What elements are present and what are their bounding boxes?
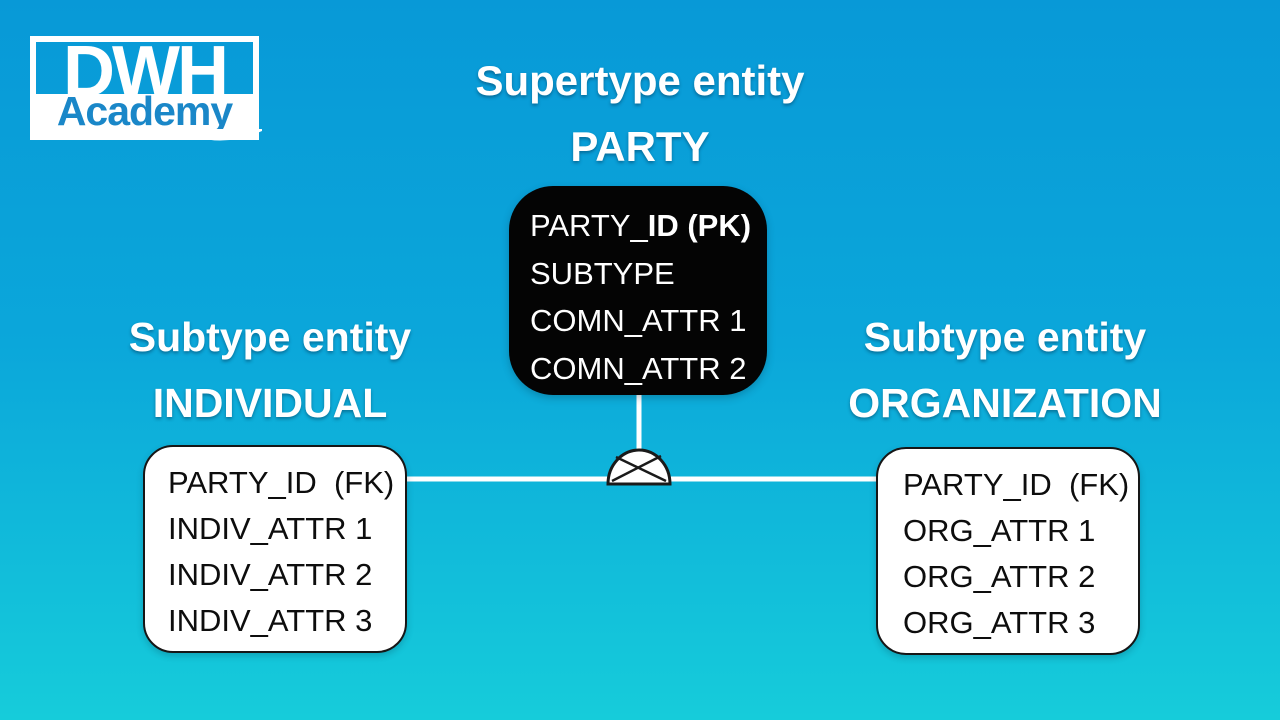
party-entity-box: PARTY_ID (PK) SUBTYPE COMN_ATTR 1 COMN_A…	[509, 186, 767, 395]
organization-attr-row: ORG_ATTR 2	[903, 559, 1096, 594]
organization-entity-box: PARTY_ID (FK) ORG_ATTR 1 ORG_ATTR 2 ORG_…	[876, 447, 1140, 655]
logo-swoosh-shape	[178, 129, 262, 141]
subtype-right-heading: Subtype entity ORGANIZATION	[780, 312, 1230, 428]
subtype-right-label: Subtype entity	[863, 314, 1147, 360]
party-pk-row: PARTY_ID (PK)	[530, 202, 767, 250]
dwh-academy-logo: DWH Academy	[30, 36, 262, 141]
supertype-label: Supertype entity	[475, 57, 805, 104]
organization-fk-row: PARTY_ID (FK)	[903, 467, 1130, 502]
arc-x-line-2	[611, 454, 662, 483]
subtype-left-label: Subtype entity	[128, 314, 412, 360]
subtype-left-heading: Subtype entity INDIVIDUAL	[45, 312, 495, 428]
logo-academy-text: Academy	[56, 88, 233, 134]
organization-attr-row: ORG_ATTR 3	[903, 605, 1096, 640]
individual-attr-row: INDIV_ATTR 3	[168, 603, 373, 638]
supertype-name: PARTY	[570, 123, 710, 170]
individual-attr-row: INDIV_ATTR 2	[168, 557, 373, 592]
subtype-right-name: ORGANIZATION	[848, 380, 1162, 426]
party-pk-prefix: PARTY_	[530, 208, 648, 243]
supertype-heading: Supertype entity PARTY	[340, 56, 940, 172]
subtype-left-name: INDIVIDUAL	[152, 380, 388, 426]
individual-fk-row: PARTY_ID (FK)	[168, 465, 395, 500]
organization-attr-row: ORG_ATTR 1	[903, 513, 1096, 548]
party-attr-row: COMN_ATTR 1	[530, 303, 747, 338]
individual-entity-box: PARTY_ID (FK) INDIV_ATTR 1 INDIV_ATTR 2 …	[143, 445, 407, 653]
party-attr-row: COMN_ATTR 2	[530, 350, 747, 386]
party-attr-row: SUBTYPE	[530, 255, 675, 291]
logo-academy-band: Academy	[36, 88, 253, 134]
arc-x-line-1	[615, 455, 667, 483]
exclusive-arc-symbol	[606, 448, 672, 486]
party-pk-bold: ID (PK)	[647, 208, 752, 243]
individual-attr-row: INDIV_ATTR 1	[168, 511, 373, 546]
